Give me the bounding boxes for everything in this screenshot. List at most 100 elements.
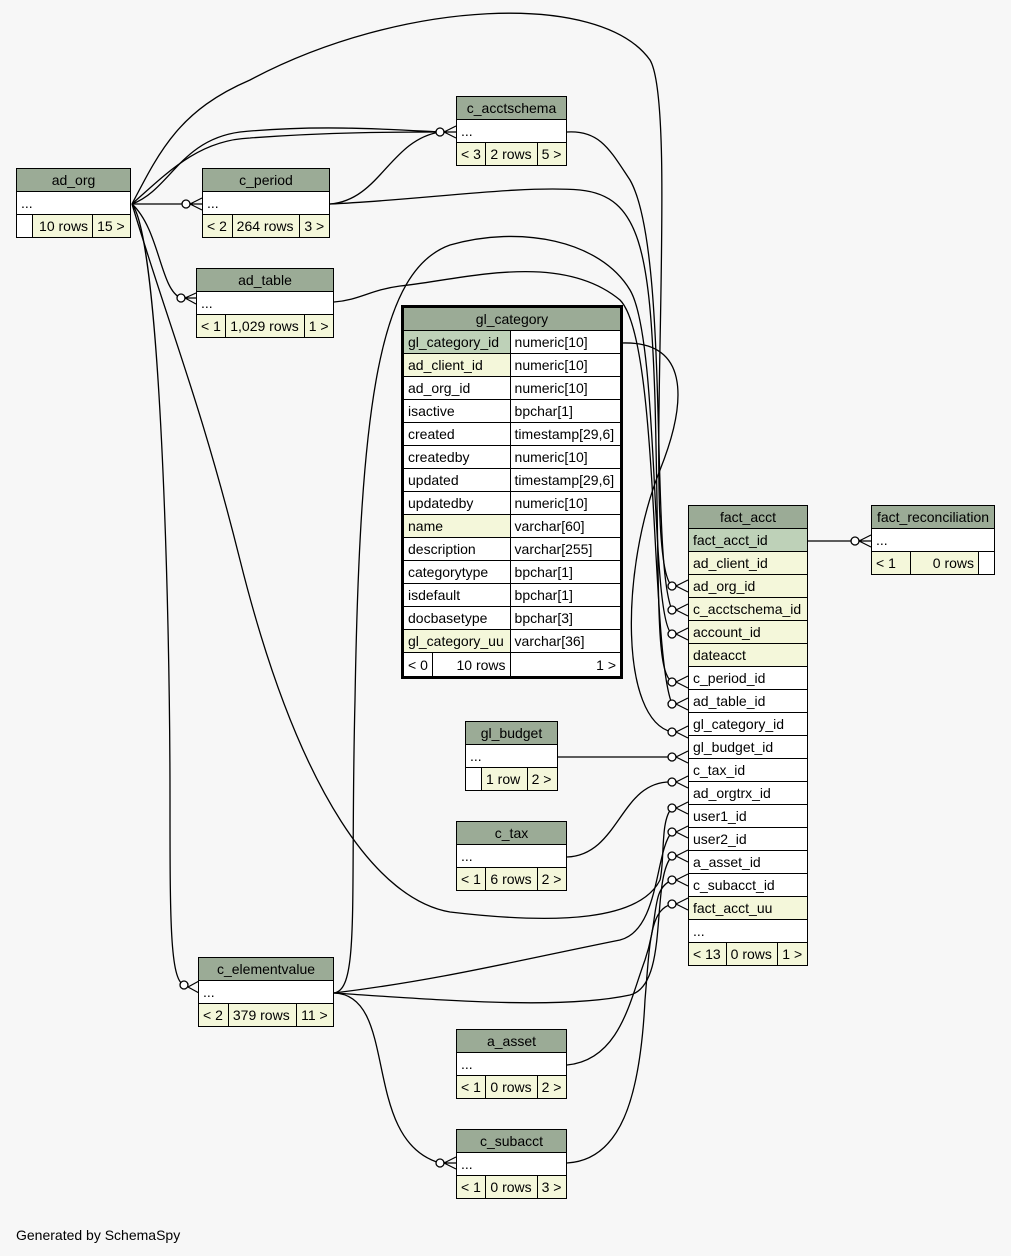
parents-link[interactable] <box>465 767 482 791</box>
edge-c_elementvalue-fact_acct-user1_id <box>333 831 673 994</box>
edge-marker <box>667 677 677 687</box>
column-name: ad_org_id <box>402 376 511 400</box>
crowfoot <box>675 849 689 863</box>
parents-link[interactable]: < 1 <box>455 1175 487 1199</box>
children-link[interactable]: 5 > <box>536 142 568 166</box>
edge-marker <box>667 899 677 909</box>
children-link[interactable]: 2 > <box>536 867 568 891</box>
table-title[interactable]: c_subacct <box>456 1129 567 1153</box>
edge-marker <box>435 127 445 137</box>
table-title[interactable]: gl_budget <box>465 721 558 745</box>
parents-link[interactable]: < 0 <box>404 653 433 676</box>
placeholder-row: ... <box>456 1052 567 1076</box>
parents-link[interactable]: < 1 <box>870 551 912 575</box>
table-title[interactable]: fact_acct <box>688 505 808 529</box>
edge-marker <box>435 1158 445 1168</box>
crowfoot <box>675 603 689 617</box>
column-type: numeric[10] <box>509 491 623 515</box>
column-type: timestamp[29,6] <box>509 422 623 446</box>
edge-gl_category-fact_acct <box>620 342 679 733</box>
parents-link[interactable]: < 13 <box>688 942 727 966</box>
edge-c_tax-fact_acct <box>566 781 673 858</box>
edge-ad_org-ad_table <box>131 203 182 299</box>
edge-ad_org-c_elementvalue <box>131 203 185 986</box>
row-count: 0 rows <box>485 1075 538 1099</box>
column-type: numeric[10] <box>509 445 623 469</box>
crowfoot <box>675 775 689 789</box>
crowfoot <box>184 292 197 305</box>
parents-link[interactable]: < 1 <box>455 867 487 891</box>
edge-c_elementvalue-c_subacct <box>333 992 441 1164</box>
row-count: 2 rows <box>485 142 538 166</box>
column-name: account_id <box>688 620 808 644</box>
edge-marker <box>667 875 677 885</box>
table-gl_category[interactable]: gl_category gl_category_id numeric[10] ad… <box>401 305 623 679</box>
column-name: docbasetype <box>402 606 511 630</box>
parents-link[interactable]: < 1 <box>195 314 227 338</box>
column-name: ad_client_id <box>402 353 511 377</box>
table-title[interactable]: c_elementvalue <box>198 957 334 981</box>
placeholder-row: ... <box>196 291 334 315</box>
placeholder-row: ... <box>198 980 334 1004</box>
children-link[interactable]: 15 > <box>92 214 131 238</box>
children-link[interactable]: 2 > <box>536 1075 568 1099</box>
column-name: ad_orgtrx_id <box>688 781 808 805</box>
edge-c_period-c_acctschema <box>329 131 441 205</box>
children-link[interactable]: 3 > <box>299 214 330 238</box>
table-title[interactable]: c_tax <box>456 821 567 845</box>
children-link[interactable]: 2 > <box>526 767 559 791</box>
children-link[interactable]: 1 > <box>777 942 808 966</box>
edge-c_subacct-fact_acct <box>566 903 673 1164</box>
column-name: ad_client_id <box>688 551 808 575</box>
row-count: 1,029 rows <box>225 314 305 338</box>
table-title[interactable]: fact_reconciliation <box>871 505 995 529</box>
table-title[interactable]: ad_table <box>196 268 334 292</box>
children-link[interactable]: 1 > <box>509 652 623 678</box>
parents-link[interactable]: < 1 <box>455 1075 487 1099</box>
table-title[interactable]: c_period <box>202 168 330 192</box>
placeholder-row: ... <box>456 844 567 868</box>
table-title[interactable]: ad_org <box>16 168 131 192</box>
column-name: gl_category_id <box>402 330 511 354</box>
parents-link[interactable]: < 3 <box>455 142 487 166</box>
children-link[interactable]: 11 > <box>296 1003 334 1027</box>
edge-ad_org-fact_acct-ad_orgtrx_id <box>131 203 673 920</box>
edge-a_asset-fact_acct <box>566 879 673 1066</box>
table-fact_acct[interactable]: fact_acct fact_acct_id ad_client_id ad_o… <box>688 505 808 966</box>
column-type: varchar[36] <box>509 629 623 653</box>
table-title[interactable]: gl_category <box>402 306 622 331</box>
children-link[interactable]: 3 > <box>536 1175 568 1199</box>
children-link[interactable]: 1 > <box>303 314 335 338</box>
column-name: ad_org_id <box>688 574 808 598</box>
table-title[interactable]: c_acctschema <box>456 96 567 120</box>
column-name: categorytype <box>402 560 511 584</box>
row-count: 1 row <box>481 767 528 791</box>
crowfoot <box>443 125 457 139</box>
parents-link[interactable] <box>16 214 33 238</box>
children-link[interactable] <box>978 551 995 575</box>
crowfoot <box>675 725 689 739</box>
edge-marker <box>667 752 677 762</box>
column-type: bpchar[1] <box>509 560 623 584</box>
column-name: dateacct <box>688 643 808 667</box>
crowfoot <box>675 897 689 911</box>
table-title[interactable]: a_asset <box>456 1029 567 1053</box>
parents-link[interactable]: < 2 <box>198 1003 229 1027</box>
column-type: bpchar[1] <box>509 399 623 423</box>
edge-marker <box>179 980 189 990</box>
column-type: bpchar[3] <box>509 606 623 630</box>
parents-link[interactable]: < 2 <box>202 214 233 238</box>
edge-marker <box>667 777 677 787</box>
crowfoot <box>675 627 689 641</box>
row-count: 0 rows <box>725 942 779 966</box>
